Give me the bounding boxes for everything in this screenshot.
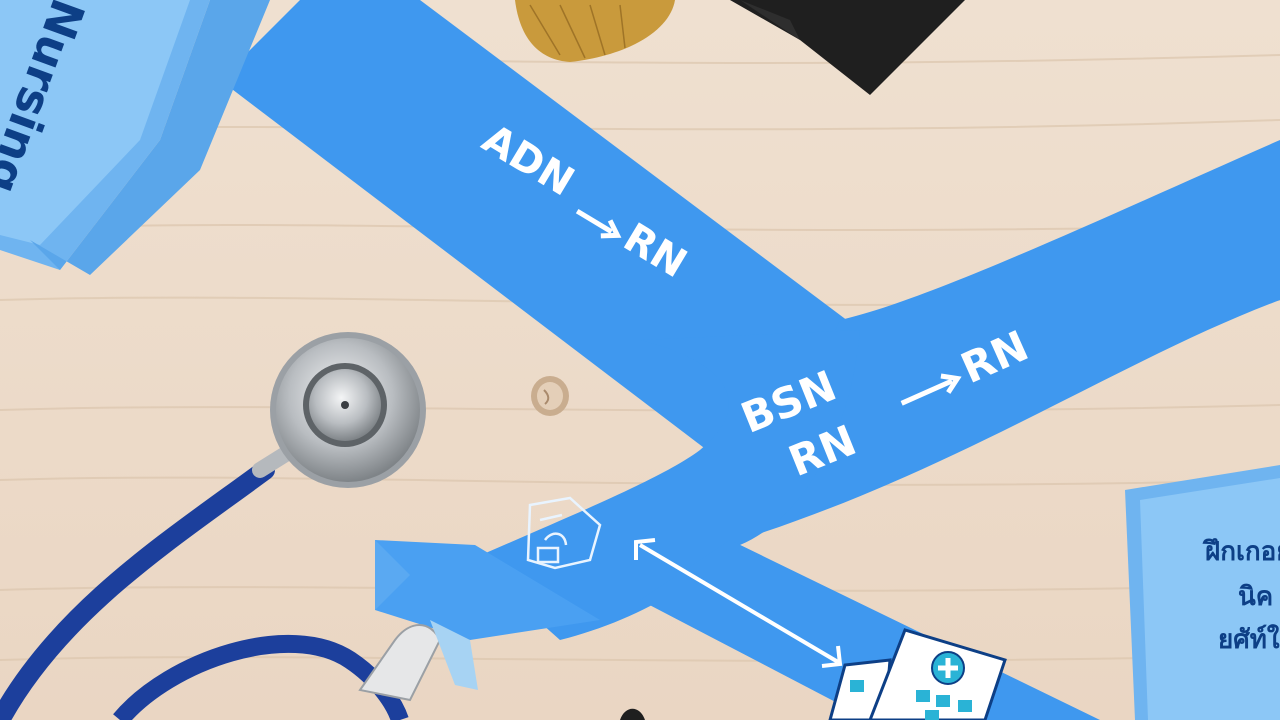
- double-arrow-icon: [634, 538, 843, 668]
- arrow-right-icon: [575, 209, 613, 234]
- graduation-cap-icon: [730, 0, 965, 95]
- arrow-right-icon-2: [900, 378, 953, 406]
- pathway-roads: [220, 0, 1280, 720]
- tassel-small-icon: [620, 708, 645, 720]
- book-right-line-3: ยศัท์ใ: [1218, 624, 1280, 655]
- stethoscope-icon: [0, 332, 478, 720]
- book-right-line-2: นิค: [1238, 582, 1273, 612]
- book-right: ฝึกเกอยู นิค ยศัท์ใ: [1125, 465, 1280, 720]
- tassel-icon: [515, 0, 675, 62]
- book-right-line-1: ฝึกเกอยู: [1202, 537, 1280, 568]
- nursing-book-top-left: Nursing: [0, 0, 270, 275]
- hand-card-icon: [526, 496, 602, 570]
- wood-knot-icon: [531, 376, 569, 416]
- hospital-building-icon: [828, 628, 1007, 720]
